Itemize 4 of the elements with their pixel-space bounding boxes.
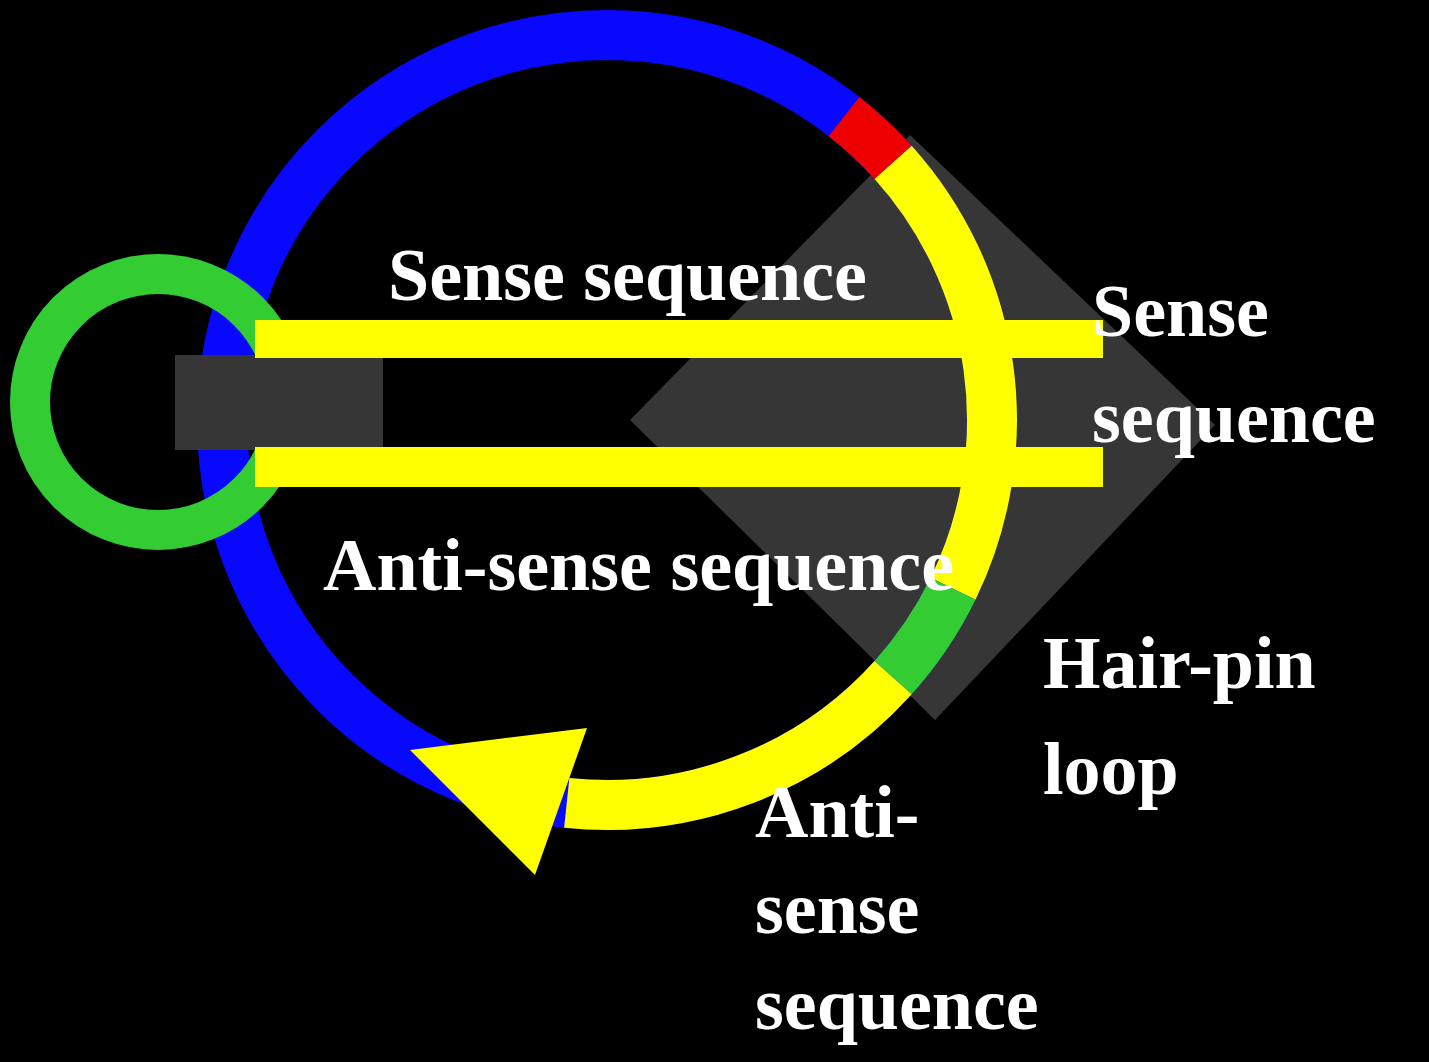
loop-label: Hair-pin loop: [1043, 621, 1317, 812]
sequence-label: Sense sequence: [388, 233, 867, 318]
sequence-label: Anti-sense sequence: [755, 770, 1039, 1047]
sequence-label: Sense sequence: [1092, 269, 1376, 460]
